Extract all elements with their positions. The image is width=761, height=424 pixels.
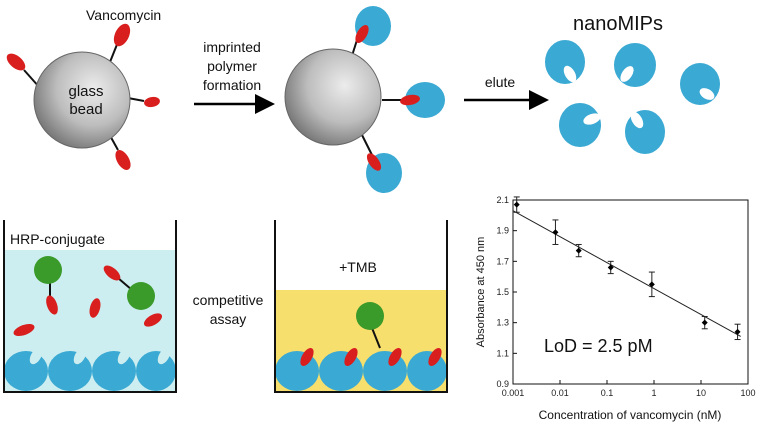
x-tick-label: 100 [740,388,755,398]
x-tick-label: 10 [696,388,706,398]
data-point [575,247,582,254]
x-tick-label: 0.01 [551,388,569,398]
vancomycin-molecule [428,347,442,367]
lod-label: LoD = 2.5 pM [544,336,653,356]
well-walls [274,220,448,393]
vancomycin-molecule [144,96,160,108]
y-axis-label: Absorbance at 450 nm [475,237,487,348]
hrp-conjugate-label: HRP-conjugate [10,231,105,247]
data-points [513,196,741,341]
vancomycin-molecule [300,347,314,367]
x-tick-label: 0.1 [601,388,614,398]
nanomip-particle [625,110,665,154]
y-tick-label: 1.5 [496,287,509,297]
elute-label: elute [485,74,516,90]
vancomycin-molecule [388,347,402,367]
step1-label-line2: polymer [207,58,257,74]
x-axis-ticks: 0.001 0.01 0.1 1 10 100 [502,380,756,398]
y-tick-label: 0.9 [496,379,509,389]
data-point [734,328,741,335]
glass-bead-label-line1: glass [68,83,103,100]
vancomycin-molecule [46,295,58,315]
y-axis-ticks: 0.9 1.1 1.3 1.5 1.7 1.9 2.1 [496,195,517,389]
nanomip-particle [559,103,601,147]
well-walls [3,220,177,393]
step1-label-line3: formation [203,77,261,93]
step1-label-line1: imprinted [203,39,261,55]
vancomycin-molecule [13,323,35,337]
hrp-enzyme [356,302,384,330]
well-hrp-conjugate [3,220,177,393]
data-point [552,229,559,236]
x-axis-label: Concentration of vancomycin (nM) [539,408,722,422]
x-tick-label: 0.001 [502,388,525,398]
calibration-chart: 0.9 1.1 1.3 1.5 1.7 1.9 2.1 0.001 0.01 0.1 1 10 100… [475,195,756,422]
vancomycin-label: Vancomycin [86,7,161,23]
linker [127,97,145,102]
vancomycin-molecule [6,53,26,71]
vancomycin-molecule [366,153,382,171]
vancomycin-molecule [143,313,163,327]
y-tick-label: 1.9 [496,226,509,236]
competitive-label-line2: assay [210,311,247,327]
free-nanomips [545,40,720,154]
well-tmb [274,220,448,393]
glass-bead [33,51,131,149]
fit-line [512,210,741,337]
nanomips-label: nanoMIPs [573,13,663,35]
data-point [701,319,708,326]
x-tick-label: 1 [651,388,656,398]
nanomip-particle [680,63,720,105]
y-tick-label: 2.1 [496,195,509,205]
vancomycin-molecule [344,347,358,367]
competitive-label-line1: competitive [193,292,264,308]
vancomycin-molecule [355,24,369,44]
vancomycin-molecule [103,265,121,281]
bead-with-nanomips [284,6,445,193]
nanomip-particle [405,82,445,118]
vancomycin-molecule [89,298,101,318]
glass-bead [284,48,382,146]
y-tick-label: 1.7 [496,256,509,266]
tmb-label: +TMB [339,259,377,275]
hrp-enzyme [127,282,155,310]
glass-bead-label-line2: bead [69,101,102,118]
chart-frame [512,199,749,385]
vancomycin-molecule [400,94,420,106]
y-tick-label: 1.3 [496,318,509,328]
vancomycin-molecule [115,150,131,170]
hrp-enzyme [34,256,62,284]
y-tick-label: 1.1 [496,348,509,358]
data-point [607,264,614,271]
nanomip-particle [614,43,656,87]
data-point [648,281,655,288]
data-point [513,201,520,208]
vancomycin-molecule [113,23,131,47]
nanomip-particle [545,40,585,84]
glass-bead-with-vancomycin: glass bead [6,23,160,170]
nanomip-layer [4,347,176,391]
